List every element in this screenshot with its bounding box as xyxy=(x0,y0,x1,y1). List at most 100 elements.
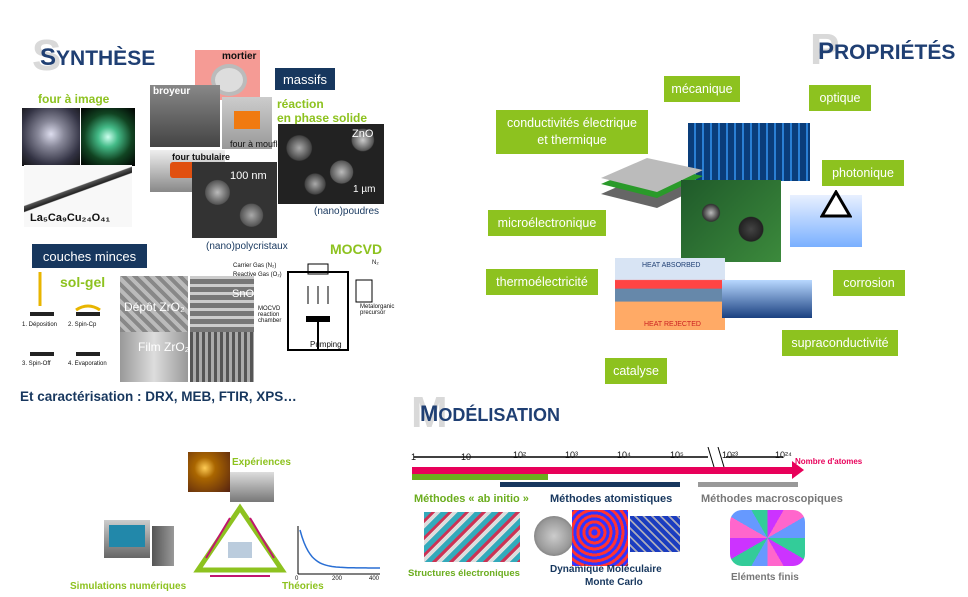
image-furnace-photo xyxy=(22,108,80,166)
image-film-zro2 xyxy=(120,332,188,382)
prop-catalyse: catalyse xyxy=(605,358,667,384)
atomistiques-label: Méthodes atomistiques xyxy=(550,493,673,505)
image-lab-equipment xyxy=(230,472,274,502)
axis-break-2 xyxy=(717,447,725,468)
prop-mecanique: mécanique xyxy=(664,76,740,102)
proprietes-initial-shadow: P xyxy=(810,25,840,74)
axis-tick-1e4: 10⁴ xyxy=(617,450,631,460)
mocvd-precursor: Metalorganic precursor xyxy=(360,304,395,316)
sol-step-1: 1. Déposition xyxy=(22,322,58,328)
triangle-outline xyxy=(193,503,287,573)
proprietes-title: PROPRIÉTÉS xyxy=(818,38,956,65)
theories-label: Théories xyxy=(282,581,324,592)
image-computer xyxy=(104,520,150,558)
sol-gel-substrate-2 xyxy=(76,312,100,316)
sol-gel-substrate-4 xyxy=(76,352,100,356)
image-sem-cross-section xyxy=(190,276,254,332)
prop-photonique: photonique xyxy=(822,160,904,186)
image-zno-powder xyxy=(278,124,384,204)
sol-step-4: 4. Evaporation xyxy=(68,361,107,367)
image-monocrystal-rod xyxy=(24,165,132,227)
image-four-moufle xyxy=(222,97,272,149)
simulations-label: Simulations numériques xyxy=(70,581,187,592)
four-moufle-label: four à moufle xyxy=(230,139,283,149)
theory-plot xyxy=(297,526,380,575)
axis-tick-1e2: 10² xyxy=(513,450,527,460)
image-broyeur xyxy=(150,85,220,147)
plot-tick-x0: 0 xyxy=(295,576,299,582)
prop-thermoelectricite: thermoélectricité xyxy=(486,269,598,295)
heat-rejected-label: HEAT REJECTED xyxy=(644,321,701,328)
image-computer-tower xyxy=(152,526,174,566)
caracterisation-text: Et caractérisation : DRX, MEB, FTIR, XPS… xyxy=(20,389,297,404)
prop-supraconductivite: supraconductivité xyxy=(782,330,898,356)
mocvd-pumping: Pumping xyxy=(310,340,342,349)
macro-bar xyxy=(698,482,798,487)
modelisation-initial-shadow: M xyxy=(411,388,448,437)
arrow-right xyxy=(249,517,275,559)
mocvd-inlet xyxy=(307,263,329,275)
mocvd-chamber-label: MOCVD reaction chamber xyxy=(258,306,282,324)
sol-step-3: 3. Spin-Off xyxy=(22,361,51,367)
atomistic-bar xyxy=(500,482,680,487)
axis-tick-10: 10 xyxy=(461,452,472,462)
image-finite-elements xyxy=(730,510,805,566)
image-experiences xyxy=(188,452,230,492)
image-furnace-glow xyxy=(81,108,135,166)
scale-1um: 1 µm xyxy=(353,184,376,195)
scale-100nm: 100 nm xyxy=(230,170,267,182)
image-electronic-structure xyxy=(424,512,520,562)
depot-label: Dépôt ZrO₂ xyxy=(124,300,185,314)
mocvd-precursor-vessel xyxy=(355,279,373,303)
layer-top xyxy=(601,158,703,192)
structures-label: Structures électroniques xyxy=(408,568,520,579)
experiences-label: Expériences xyxy=(232,457,291,468)
image-thermoelectric xyxy=(615,258,725,330)
reaction-label: réaction xyxy=(277,97,324,111)
prop-optique: optique xyxy=(809,85,871,111)
sol-step-2: 2. Spin-Cp xyxy=(68,322,97,328)
ab-initio-bar xyxy=(412,474,548,480)
sol-gel-substrate-3 xyxy=(30,352,54,356)
warning-triangle-icon xyxy=(820,190,852,218)
image-superconductor xyxy=(722,280,812,318)
triangle-diagram xyxy=(193,503,287,577)
mocvd-label: MOCVD xyxy=(330,241,383,257)
plot-tick-x2: 400 xyxy=(369,576,380,582)
massifs-badge: massifs xyxy=(275,68,335,90)
mocvd-reactive: Reactive Gas (O₂) xyxy=(233,272,282,278)
couches-minces-badge: couches minces xyxy=(32,244,147,268)
mocvd-n2: N₂ xyxy=(372,260,379,266)
sno2-label: SnO₂ xyxy=(232,288,259,300)
sol-gel-substrate-1 xyxy=(30,312,54,316)
zno-label: ZnO xyxy=(352,128,374,140)
heat-absorbed-label: HEAT ABSORBED xyxy=(642,262,701,269)
four-tubulaire-label: four tubulaire xyxy=(172,152,230,162)
prop-corrosion: corrosion xyxy=(833,270,905,296)
mortier-label: mortier xyxy=(222,51,257,62)
image-electronic-board xyxy=(681,180,781,262)
elements-finis-label: Eléments finis xyxy=(731,572,799,583)
nanopolycristaux-label: (nano)polycristaux xyxy=(206,241,288,252)
axis-tick-1e23: 10²³ xyxy=(722,450,739,460)
plot-tick-x1: 200 xyxy=(332,576,343,582)
synthese-title: SYNTHÈSE xyxy=(40,44,156,71)
mocvd-carrier: Carrier Gas (N₂) xyxy=(233,263,277,269)
image-monte-carlo xyxy=(630,516,680,552)
atoms-bar-magenta xyxy=(412,467,792,474)
atoms-scale-axis xyxy=(412,447,804,487)
arrow-left xyxy=(205,517,231,559)
handshake-icon xyxy=(228,542,252,558)
sol-gel-label: sol-gel xyxy=(60,274,106,290)
axis-tick-1: 1 xyxy=(411,452,417,462)
ab-initio-label: Méthodes « ab initio » xyxy=(414,493,529,505)
nombre-atomes-label: Nombre d'atomes xyxy=(795,457,863,466)
plot-curve xyxy=(299,529,380,569)
prop-conductivites: conductivités électrique et thermique xyxy=(496,110,648,154)
axis-tick-1e3: 10³ xyxy=(565,450,579,460)
broyeur-label: broyeur xyxy=(153,86,191,97)
dynamique-label: Dynamique Moléculaire xyxy=(550,564,662,575)
monte-carlo-label: Monte Carlo xyxy=(585,577,643,588)
image-molecular-dynamics xyxy=(572,510,628,566)
film-label: Film ZrO₂ xyxy=(138,340,190,354)
